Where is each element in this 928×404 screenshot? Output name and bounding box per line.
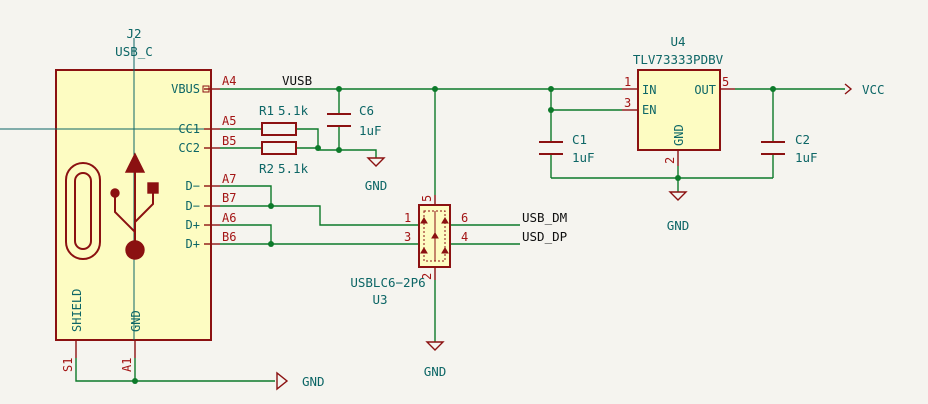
c6-reference: C6 — [359, 103, 374, 118]
power-label-vcc[interactable]: VCC — [844, 82, 885, 97]
u3-value: USBLC6−2P6 — [350, 275, 425, 290]
j2-pin-gnd-name: GND — [129, 310, 143, 332]
u4-pin-gnd-name: GND — [672, 124, 686, 146]
u4-pin-out-name: OUT — [694, 83, 716, 97]
u4-pin-in-name: IN — [642, 83, 656, 97]
connector-j2[interactable]: J2 USB_C VBUS A4 CC1 A5 CC2 B5 — [0, 26, 236, 372]
usb-plug-icon — [65, 162, 101, 260]
u4-pin-en-name: EN — [642, 103, 656, 117]
j2-pin-cc1-num: A5 — [222, 114, 236, 128]
ground-label: GND — [667, 218, 690, 233]
j2-pin-dm2-num: B7 — [222, 191, 236, 205]
net-label-usb-dp: USD_DP — [522, 229, 567, 244]
r2-reference: R2 — [259, 161, 274, 176]
u4-pin-gnd-num: 2 — [663, 157, 677, 164]
j2-pin-cc2-name: CC2 — [178, 141, 200, 155]
r2-value: 5.1k — [278, 161, 309, 176]
j2-pin-cc1-name: CC1 — [178, 122, 200, 136]
u4-pin-in-num: 1 — [624, 75, 631, 89]
j2-pin-dm1-name: D− — [186, 179, 200, 193]
regulator-u4[interactable]: U4 TLV73333PDBV 1 IN 3 EN 5 OUT GND 2 — [622, 34, 735, 166]
j2-pin-vbus-num: A4 — [222, 74, 236, 88]
ground-symbol-horizontal: GND — [276, 371, 325, 391]
j2-pin-dp1-name: D+ — [186, 218, 200, 232]
ground-symbol: GND — [424, 341, 447, 379]
u3-pin-3: 3 — [404, 230, 411, 244]
u4-pin-en-num: 3 — [624, 96, 631, 110]
j2-pin-dp2-name: D+ — [186, 237, 200, 251]
ground-symbol: GND — [365, 157, 388, 193]
j2-pin-dm1-num: A7 — [222, 172, 236, 186]
esd-protection-u3[interactable]: 1 3 6 4 5 2 USBLC6−2P6 U3 — [350, 195, 468, 307]
c1-reference: C1 — [572, 132, 587, 147]
u4-pin-out-num: 5 — [722, 75, 729, 89]
usb-trident-icon — [110, 152, 159, 260]
net-label-vusb: VUSB — [282, 73, 312, 88]
j2-pin-dm2-name: D− — [186, 199, 200, 213]
j2-pin-vbus-name: VBUS — [171, 82, 200, 96]
c6-value: 1uF — [359, 123, 382, 138]
j2-pin-shield-num: S1 — [61, 358, 75, 372]
ground-symbol: GND — [667, 191, 690, 233]
resistor-r1[interactable]: R1 5.1k — [259, 103, 309, 136]
j2-pin-gnd-num: A1 — [120, 358, 134, 372]
j2-pin-cc2-num: B5 — [222, 134, 236, 148]
j2-pin-shield-name: SHIELD — [70, 289, 84, 332]
u3-reference: U3 — [372, 292, 387, 307]
c2-value: 1uF — [795, 150, 818, 165]
ground-label: GND — [365, 178, 388, 193]
u4-value: TLV73333PDBV — [633, 52, 724, 67]
r1-value: 5.1k — [278, 103, 309, 118]
resistor-r2[interactable]: R2 5.1k — [259, 141, 309, 176]
u3-pin-2: 2 — [420, 273, 434, 280]
r1-reference: R1 — [259, 103, 274, 118]
j2-reference: J2 — [126, 26, 141, 41]
vcc-label: VCC — [862, 82, 885, 97]
j2-pin-dp1-num: A6 — [222, 211, 236, 225]
capacitor-c6[interactable]: C6 1uF — [327, 103, 382, 138]
ground-label: GND — [302, 374, 325, 389]
ground-label: GND — [424, 364, 447, 379]
c1-value: 1uF — [572, 150, 595, 165]
c2-reference: C2 — [795, 132, 810, 147]
u3-pin-1: 1 — [404, 211, 411, 225]
u3-pin-5: 5 — [420, 195, 434, 202]
u3-pin-6: 6 — [461, 211, 468, 225]
u3-pin-4: 4 — [461, 230, 468, 244]
capacitor-c1[interactable]: C1 1uF — [539, 132, 595, 165]
capacitor-c2[interactable]: C2 1uF — [761, 132, 818, 165]
j2-pin-dp2-num: B6 — [222, 230, 236, 244]
diode-array-icon — [420, 210, 449, 262]
net-label-usb-dm: USB_DM — [522, 210, 567, 225]
u4-reference: U4 — [670, 34, 685, 49]
junctions — [132, 86, 776, 384]
